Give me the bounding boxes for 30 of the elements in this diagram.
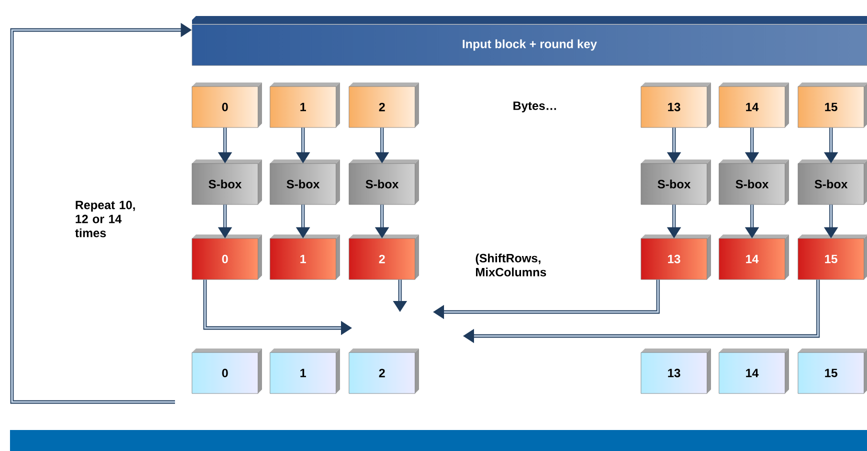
- header-band: Input block + round key: [192, 16, 867, 66]
- byte-box: 15: [798, 348, 867, 394]
- s-box: S-box: [718, 160, 789, 205]
- byte-box: 1: [270, 234, 340, 280]
- byte-box: 13: [640, 82, 711, 128]
- text-label: Bytes…: [513, 102, 556, 112]
- byte-box: 2: [348, 234, 419, 280]
- text-label: (ShiftRows, MixColumns: [476, 254, 546, 276]
- arrow: [463, 280, 820, 344]
- s-box: S-box: [348, 160, 419, 205]
- byte-box: 15: [798, 82, 867, 128]
- byte-box: 1: [270, 348, 340, 394]
- byte-box: 2: [348, 348, 419, 394]
- byte-box: 14: [718, 348, 789, 394]
- arrow: [433, 280, 660, 320]
- byte-box: 2: [348, 82, 419, 128]
- byte-box: 0: [192, 348, 262, 394]
- byte-box: 0: [192, 234, 262, 280]
- s-box: S-box: [640, 160, 711, 205]
- byte-box: 14: [718, 234, 789, 280]
- byte-box: 1: [270, 82, 340, 128]
- s-box: S-box: [270, 160, 340, 205]
- text-label: Repeat 10, 12 or 14 times: [75, 200, 135, 238]
- s-box: S-box: [192, 160, 262, 205]
- byte-box: 15: [798, 234, 867, 280]
- byte-box: 14: [718, 82, 789, 128]
- byte-box: 13: [640, 234, 711, 280]
- byte-box: 0: [192, 82, 262, 128]
- s-box: S-box: [798, 160, 867, 205]
- byte-box: 13: [640, 348, 711, 394]
